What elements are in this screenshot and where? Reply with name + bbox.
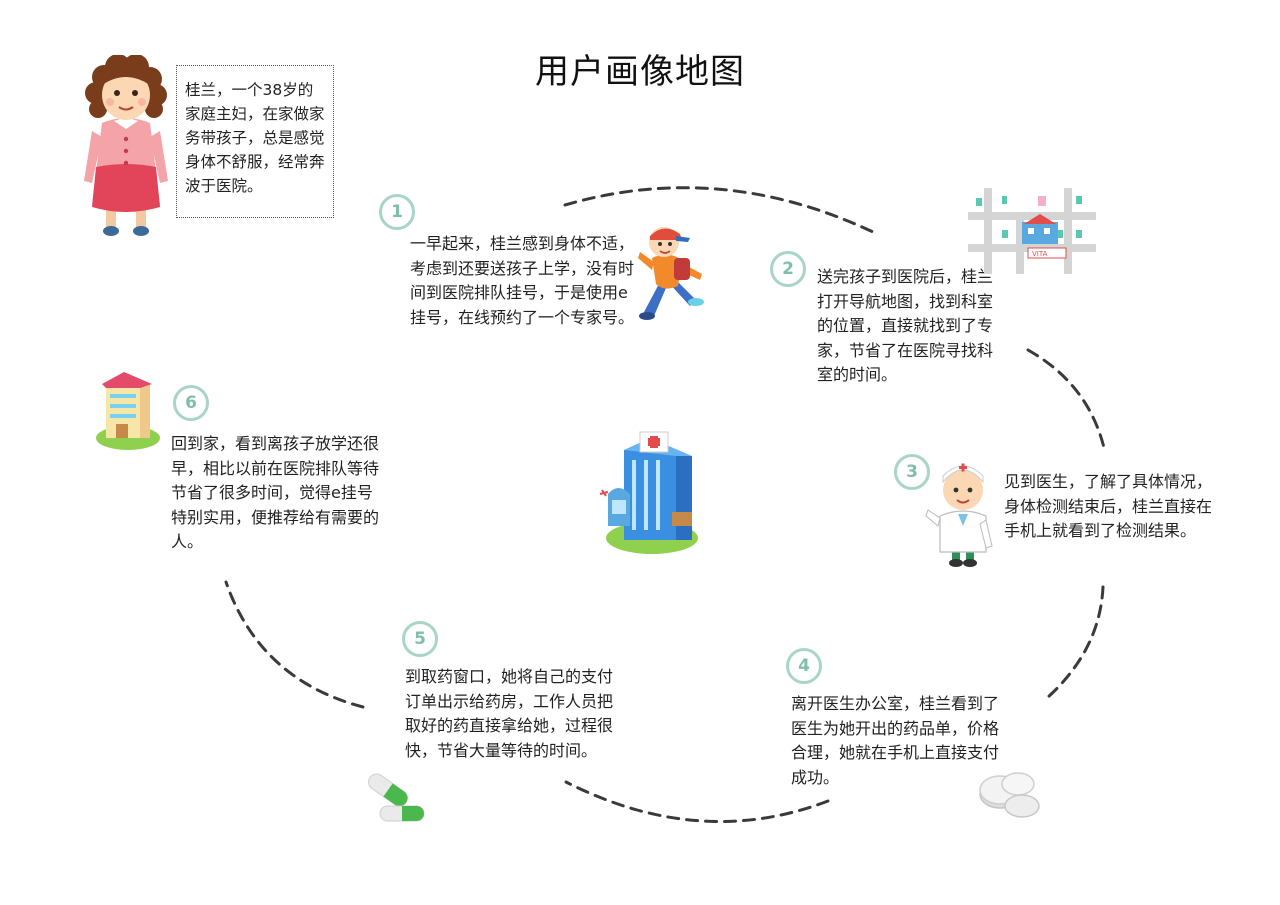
step-2-number: 2 — [770, 251, 806, 287]
path-segment-5-6 — [224, 580, 365, 709]
woman-illustration — [80, 54, 172, 237]
capsules-illustration — [362, 770, 428, 826]
step-2-text: 送完孩子到医院后，桂兰打开导航地图，找到科室的位置，直接就找到了专家，节省了在医… — [817, 267, 994, 384]
doctor-illustration — [924, 460, 1000, 568]
step-3-number: 3 — [894, 454, 930, 490]
path-segment-1-2 — [563, 186, 875, 234]
persona-description: 桂兰，一个38岁的家庭主妇，在家做家务带孩子，总是感觉身体不舒服，经常奔波于医院… — [176, 65, 334, 218]
step-6-number: 6 — [173, 385, 209, 421]
pills-illustration — [976, 766, 1042, 822]
path-segment-3-4 — [1045, 585, 1105, 700]
path-segment-4-5 — [564, 780, 830, 824]
map-sign: VITA — [1032, 250, 1048, 258]
step-4-number: 4 — [786, 648, 822, 684]
path-segment-2-3 — [1026, 348, 1107, 454]
step-5-number: 5 — [402, 621, 438, 657]
step-4-text: 离开医生办公室，桂兰看到了医生为她开出的药品单，价格合理，她就在手机上直接支付成… — [791, 694, 1000, 787]
step-1-number: 1 — [379, 194, 415, 230]
running-boy-illustration — [630, 222, 712, 322]
hospital-illustration — [596, 430, 708, 558]
page-title: 用户画像地图 — [535, 52, 745, 92]
step-6-text: 回到家，看到离孩子放学还很早，相比以前在医院排队等待节省了很多时间，觉得e挂号特… — [171, 434, 380, 551]
step-3-text: 见到医生，了解了具体情况，身体检测结束后，桂兰直接在手机上就看到了检测结果。 — [1004, 472, 1213, 540]
home-building-illustration — [94, 370, 164, 452]
step-1-text: 一早起来，桂兰感到身体不适，考虑到还要送孩子上学，没有时间到医院排队挂号，于是使… — [410, 234, 635, 327]
map-illustration: VITA — [966, 186, 1098, 276]
step-5-text: 到取药窗口，她将自己的支付订单出示给药房，工作人员把取好的药直接拿给她，过程很快… — [405, 667, 614, 760]
